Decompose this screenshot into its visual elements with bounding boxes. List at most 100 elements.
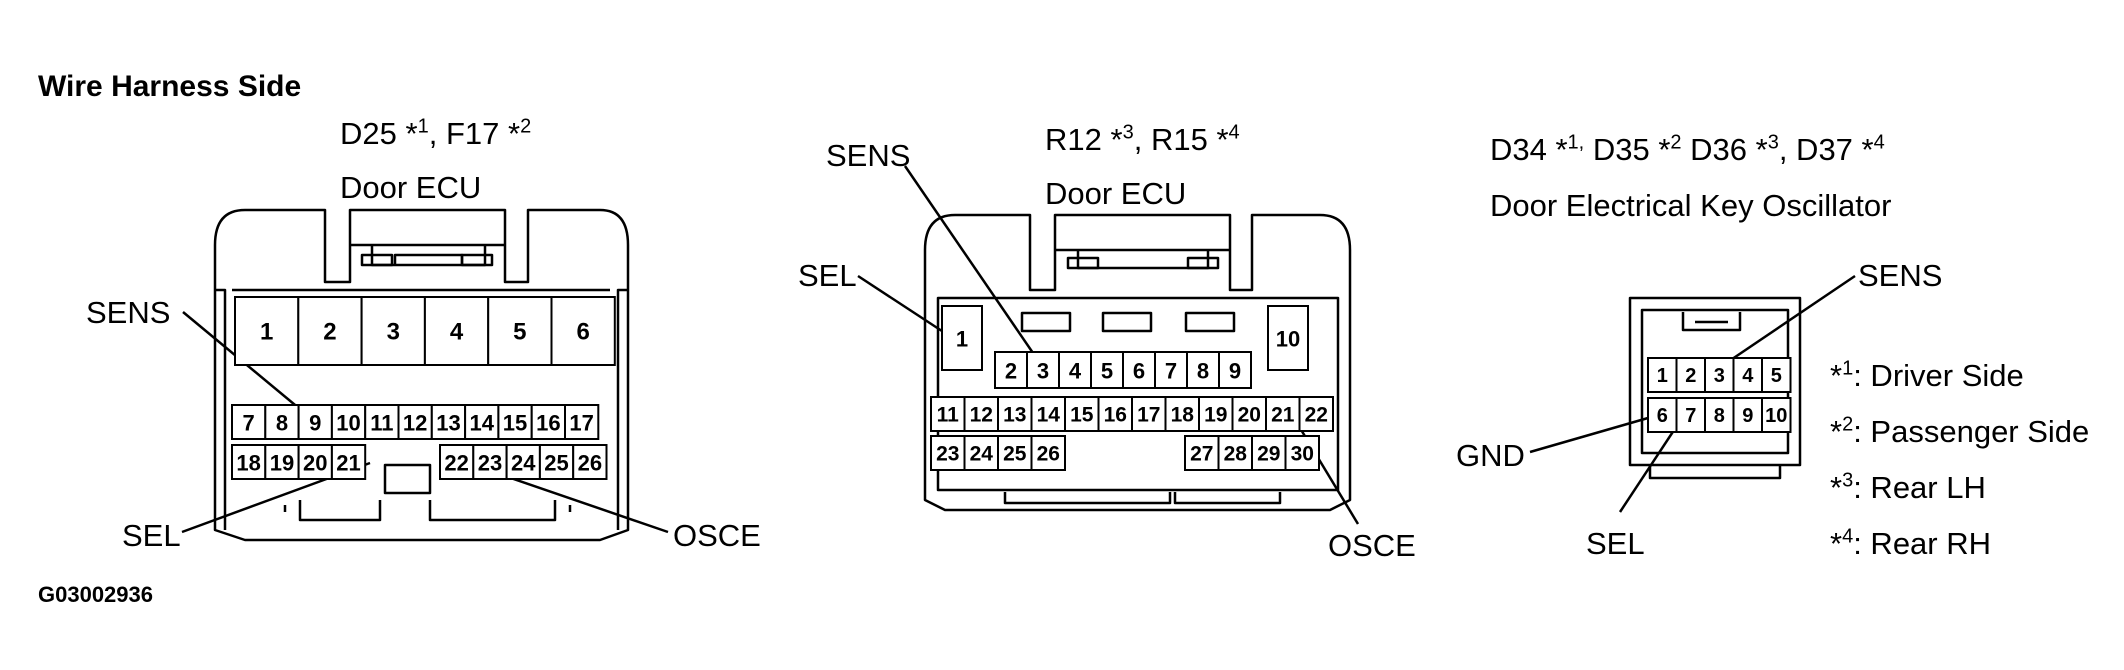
c1-pin-19: 19 bbox=[264, 444, 300, 480]
c2-pin-12: 12 bbox=[963, 396, 999, 432]
c1-latch-tab-left bbox=[360, 253, 394, 267]
c2-pin-16: 16 bbox=[1097, 396, 1133, 432]
svg-text:6: 6 bbox=[576, 319, 589, 346]
c2-pin-2: 2 bbox=[994, 351, 1028, 389]
svg-text:6: 6 bbox=[1657, 405, 1668, 427]
svg-text:20: 20 bbox=[303, 451, 327, 476]
svg-text:7: 7 bbox=[1685, 405, 1696, 427]
svg-text:19: 19 bbox=[270, 451, 294, 476]
c3-sel-leader bbox=[1618, 417, 1684, 513]
svg-text:4: 4 bbox=[1069, 359, 1082, 384]
c3-bottom-lip bbox=[1648, 465, 1782, 480]
connector-2-codes: R12 *3, R15 *4 bbox=[1045, 121, 1240, 157]
connector-1-codes: D25 *1, F17 *2 bbox=[340, 115, 532, 151]
svg-text:18: 18 bbox=[236, 451, 260, 476]
c1-pin-15: 15 bbox=[497, 404, 533, 440]
svg-text:8: 8 bbox=[276, 411, 288, 436]
svg-text:24: 24 bbox=[970, 443, 994, 466]
svg-text:27: 27 bbox=[1190, 443, 1213, 466]
c2-pin-29: 29 bbox=[1251, 435, 1287, 471]
svg-text:12: 12 bbox=[970, 404, 993, 427]
c2-pin-9: 9 bbox=[1218, 351, 1252, 389]
c2-pin-3: 3 bbox=[1026, 351, 1060, 389]
c2-pin-24: 24 bbox=[963, 435, 999, 471]
c1-pin-5: 5 bbox=[487, 296, 553, 366]
page-title: Wire Harness Side bbox=[38, 70, 302, 103]
c2-housing-outline bbox=[923, 213, 1352, 512]
c3-pin-2: 2 bbox=[1675, 357, 1706, 393]
svg-text:11: 11 bbox=[937, 404, 960, 427]
c2-pin-11: 11 bbox=[930, 396, 966, 432]
svg-text:23: 23 bbox=[478, 451, 502, 476]
svg-text:4: 4 bbox=[450, 319, 464, 346]
svg-text:15: 15 bbox=[503, 411, 527, 436]
svg-text:2: 2 bbox=[1685, 365, 1696, 387]
c1-sens-label: SENS bbox=[86, 295, 171, 330]
c1-pin-12: 12 bbox=[397, 404, 433, 440]
c3-gnd-leader bbox=[1529, 416, 1649, 454]
c2-pin-6: 6 bbox=[1122, 351, 1156, 389]
svg-text:6: 6 bbox=[1133, 359, 1145, 384]
c3-sens-label: SENS bbox=[1858, 258, 1943, 293]
c1-pin-26: 26 bbox=[572, 444, 608, 480]
c1-pin-6: 6 bbox=[550, 296, 616, 366]
svg-text:16: 16 bbox=[1104, 404, 1127, 427]
c2-pin-8: 8 bbox=[1186, 351, 1220, 389]
c1-pin-11: 11 bbox=[364, 404, 400, 440]
c2-sel-label: SEL bbox=[798, 258, 857, 293]
svg-text:15: 15 bbox=[1070, 404, 1094, 427]
c1-side-rails bbox=[215, 288, 628, 530]
figure-code: G03002936 bbox=[38, 582, 153, 607]
c1-pin-25: 25 bbox=[538, 444, 575, 480]
c2-pin-20: 20 bbox=[1231, 396, 1267, 432]
c2-pin-15: 15 bbox=[1064, 396, 1100, 432]
c3-pin-7: 7 bbox=[1675, 397, 1706, 433]
c2-pin-4: 4 bbox=[1058, 351, 1092, 389]
c2-pin-27: 27 bbox=[1184, 435, 1220, 471]
c1-center-key bbox=[383, 463, 432, 495]
c1-pin-1: 1 bbox=[234, 296, 300, 366]
c3-pin-5: 5 bbox=[1761, 357, 1792, 393]
svg-text:14: 14 bbox=[470, 411, 495, 436]
c1-pin-3: 3 bbox=[360, 296, 426, 366]
legend-item-passenger: *2: Passenger Side bbox=[1830, 413, 2090, 449]
c3-housing-outline bbox=[1628, 296, 1802, 467]
c2-slot-b bbox=[1101, 311, 1153, 333]
svg-text:24: 24 bbox=[511, 451, 536, 476]
c2-pin-17: 17 bbox=[1131, 396, 1167, 432]
c2-osce-label: OSCE bbox=[1328, 528, 1416, 563]
c2-pin-7: 7 bbox=[1154, 351, 1188, 389]
c2-pin-5: 5 bbox=[1090, 351, 1124, 389]
c3-pin-4: 4 bbox=[1732, 357, 1763, 393]
svg-text:2: 2 bbox=[323, 319, 336, 346]
c1-pin-24: 24 bbox=[505, 444, 541, 480]
svg-text:8: 8 bbox=[1714, 405, 1725, 427]
svg-text:7: 7 bbox=[1165, 359, 1177, 384]
c3-pin-1: 1 bbox=[1647, 357, 1678, 393]
c1-bottom-tabs bbox=[283, 500, 572, 522]
svg-text:21: 21 bbox=[1271, 404, 1295, 427]
c3-inner-frame bbox=[1640, 308, 1790, 455]
c1-pin-16: 16 bbox=[530, 404, 567, 440]
svg-text:5: 5 bbox=[1101, 359, 1113, 384]
svg-text:3: 3 bbox=[1714, 365, 1725, 387]
c1-pin-4: 4 bbox=[423, 296, 490, 366]
c1-pin-2: 2 bbox=[297, 296, 363, 366]
svg-text:10: 10 bbox=[336, 411, 360, 436]
svg-text:3: 3 bbox=[387, 319, 400, 346]
c3-latch bbox=[1681, 312, 1742, 332]
c2-pin-26: 26 bbox=[1030, 435, 1066, 471]
c1-sel-label: SEL bbox=[122, 518, 181, 553]
c2-pin-23: 23 bbox=[930, 435, 966, 471]
c1-osce-label: OSCE bbox=[673, 518, 761, 553]
svg-text:5: 5 bbox=[1771, 365, 1782, 387]
svg-text:29: 29 bbox=[1257, 443, 1280, 466]
c1-latch-tab-right bbox=[460, 253, 494, 267]
svg-text:1: 1 bbox=[1657, 365, 1668, 387]
c1-pin-21: 21 bbox=[330, 444, 367, 480]
c1-pin-17: 17 bbox=[564, 404, 600, 440]
legend-item-rear-lh: *3: Rear LH bbox=[1830, 469, 1986, 505]
c2-sens-leader bbox=[903, 165, 1048, 373]
